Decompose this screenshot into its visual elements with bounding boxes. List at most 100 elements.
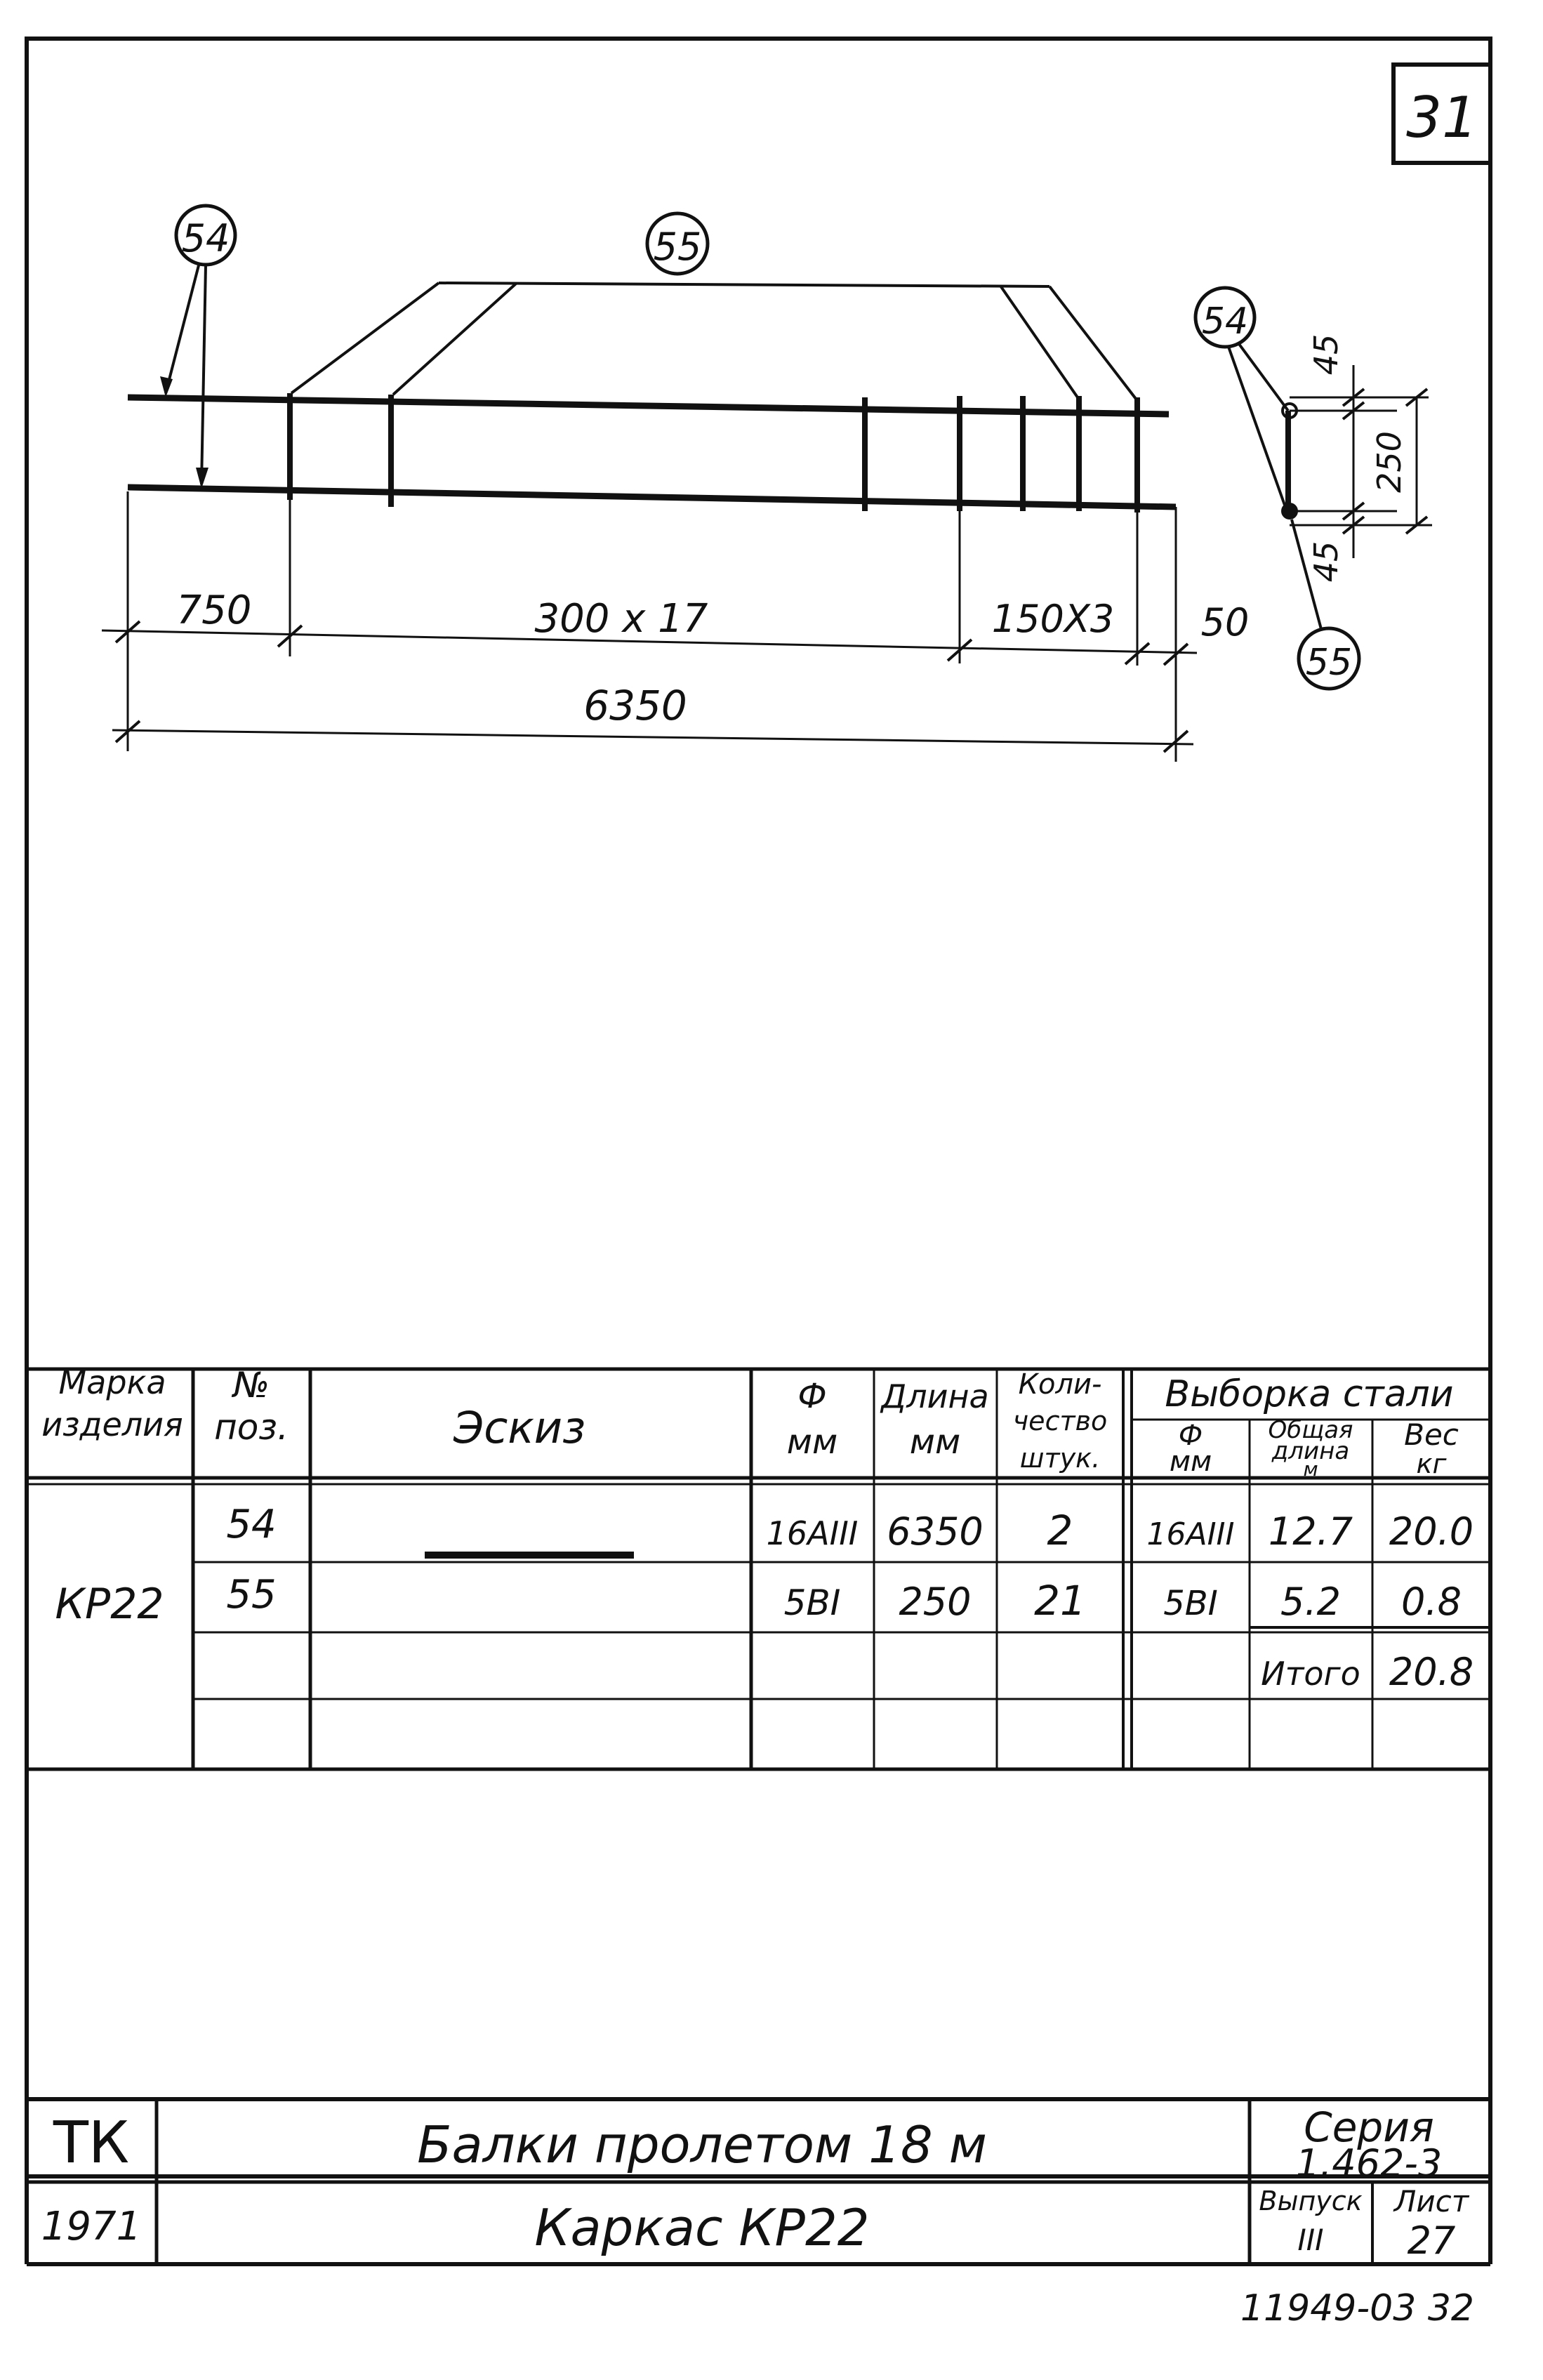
leader-bar <box>438 282 1050 288</box>
row-sel-weight: 0.8 <box>1401 1580 1462 1624</box>
cage-elevation: 54 55 750 300 x 17 150X3 50 6350 <box>101 204 1250 762</box>
sec-dim-45-bottom: 45 <box>1307 541 1345 583</box>
row-length: 6350 <box>887 1509 983 1554</box>
hdr-sel-weight-2: кг <box>1417 1448 1448 1479</box>
sec-dim-250: 250 <box>1370 431 1408 493</box>
row-pos: 54 <box>226 1502 276 1547</box>
row-qty: 21 <box>1034 1577 1086 1625</box>
dim-50: 50 <box>1201 600 1250 644</box>
row-diam: 5ВI <box>784 1582 841 1623</box>
dim-tick <box>1342 388 1365 407</box>
leader-line <box>164 265 200 394</box>
hdr-sel-weight-1: Вес <box>1404 1417 1459 1452</box>
row-sel-weight: 20.0 <box>1389 1509 1474 1554</box>
total-value: 20.8 <box>1389 1650 1474 1694</box>
row-sel-len: 12.7 <box>1269 1509 1353 1554</box>
sec-dim-45-top: 45 <box>1307 334 1345 376</box>
dim-tick <box>114 620 141 644</box>
leader-line <box>200 265 207 485</box>
title-block: ТК 1971 Балки пролетом 18 м Каркас КР22 … <box>25 2097 1492 2266</box>
dim-6350: 6350 <box>583 682 687 729</box>
dim-tick <box>1163 729 1189 753</box>
longitudinal-bar-top <box>127 394 1170 418</box>
sheet-value: 27 <box>1408 2219 1456 2263</box>
leader-line <box>1238 343 1290 412</box>
row-sel-diam: 16АIII <box>1146 1516 1234 1552</box>
callout-54-section-label: 54 <box>1202 300 1248 343</box>
row-diam: 16АIII <box>767 1514 859 1552</box>
callout-circle-54 <box>174 204 237 267</box>
callout-circle-55-section <box>1297 626 1361 691</box>
dim-tick <box>277 624 303 648</box>
dim-tick <box>1342 401 1365 421</box>
dim-150x3: 150X3 <box>992 597 1114 641</box>
total-label: Итого <box>1261 1655 1360 1693</box>
row-sel-diam: 5ВI <box>1163 1584 1218 1623</box>
callout-circle-55 <box>645 211 710 276</box>
hdr-sel-diam-1: Ф <box>1179 1420 1203 1452</box>
row-length: 250 <box>899 1580 971 1624</box>
row-pos: 55 <box>226 1572 276 1618</box>
hdr-qty-3: штук. <box>1020 1443 1100 1474</box>
sheet-frame <box>25 37 1492 2179</box>
title-line-2: Каркас КР22 <box>534 2198 869 2257</box>
sheet-number: 31 <box>1406 85 1478 150</box>
title-line-1: Балки пролетом 18 м <box>417 2115 987 2174</box>
dim-300x17: 300 x 17 <box>535 596 708 642</box>
issue-value: III <box>1297 2223 1323 2257</box>
longitudinal-bar-bottom <box>127 484 1177 510</box>
dim-750: 750 <box>177 588 252 633</box>
sheet-number-box <box>1391 62 1492 165</box>
hdr-sketch: Эскиз <box>453 1402 585 1453</box>
dim-tick <box>114 720 141 743</box>
specification-table: Марка изделия № поз. Эскиз Ф мм Длина мм… <box>27 1363 1490 1771</box>
hdr-diam-2: мм <box>787 1422 837 1462</box>
hdr-sel-len-1: Общая <box>1268 1416 1353 1444</box>
row-qty: 2 <box>1047 1507 1073 1554</box>
hdr-sel-len-3: м <box>1303 1457 1318 1481</box>
leader-line <box>392 282 517 396</box>
dim-tick <box>1405 388 1429 407</box>
callout-circle-54-section <box>1193 286 1257 349</box>
series-value: 1.462-3 <box>1296 2141 1442 2186</box>
dimension-line <box>101 629 1198 654</box>
hdr-sel-len-2: длина <box>1271 1437 1349 1465</box>
callout-54-label: 54 <box>182 216 230 260</box>
dim-tick <box>946 638 973 662</box>
hdr-marka-1: Марка <box>58 1363 166 1401</box>
leader-arrow <box>160 376 173 397</box>
dim-tick <box>1163 642 1189 666</box>
cage-cross-section: 54 45 250 45 55 <box>1193 286 1432 691</box>
archive-number: 11949-03 32 <box>1240 2287 1474 2329</box>
callout-55-label: 55 <box>654 225 702 269</box>
dim-tick <box>1342 501 1365 521</box>
hdr-qty-2: чество <box>1013 1406 1108 1436</box>
leader-line <box>1227 346 1287 510</box>
hdr-sel-diam-2: мм <box>1170 1446 1212 1478</box>
hdr-length-2: мм <box>910 1422 960 1462</box>
hdr-pos-2: поз. <box>214 1407 289 1448</box>
marka-value: КР22 <box>55 1580 164 1629</box>
sheet-label: Лист <box>1393 2184 1470 2219</box>
dim-tick <box>1124 642 1151 666</box>
issue-label: Выпуск <box>1259 2186 1362 2216</box>
hdr-marka-2: изделия <box>41 1406 183 1443</box>
dim-tick <box>1342 515 1365 535</box>
leader-line <box>1048 285 1137 400</box>
series-label: Серия <box>1304 2103 1434 2151</box>
leader-line <box>999 284 1079 399</box>
leader-arrow <box>196 468 208 489</box>
hdr-diam-1: Ф <box>797 1377 826 1416</box>
org-label: ТК <box>53 2110 129 2176</box>
leader-line <box>290 282 440 395</box>
hdr-pos-1: № <box>231 1365 270 1406</box>
hdr-selection: Выборка стали <box>1165 1373 1453 1415</box>
row-sel-len: 5.2 <box>1280 1580 1341 1624</box>
dim-tick <box>1405 515 1429 535</box>
hdr-qty-1: Коли- <box>1019 1368 1102 1401</box>
year-label: 1971 <box>41 2204 142 2249</box>
hdr-length-1: Длина <box>880 1377 989 1415</box>
dimension-line-overall <box>112 729 1194 746</box>
